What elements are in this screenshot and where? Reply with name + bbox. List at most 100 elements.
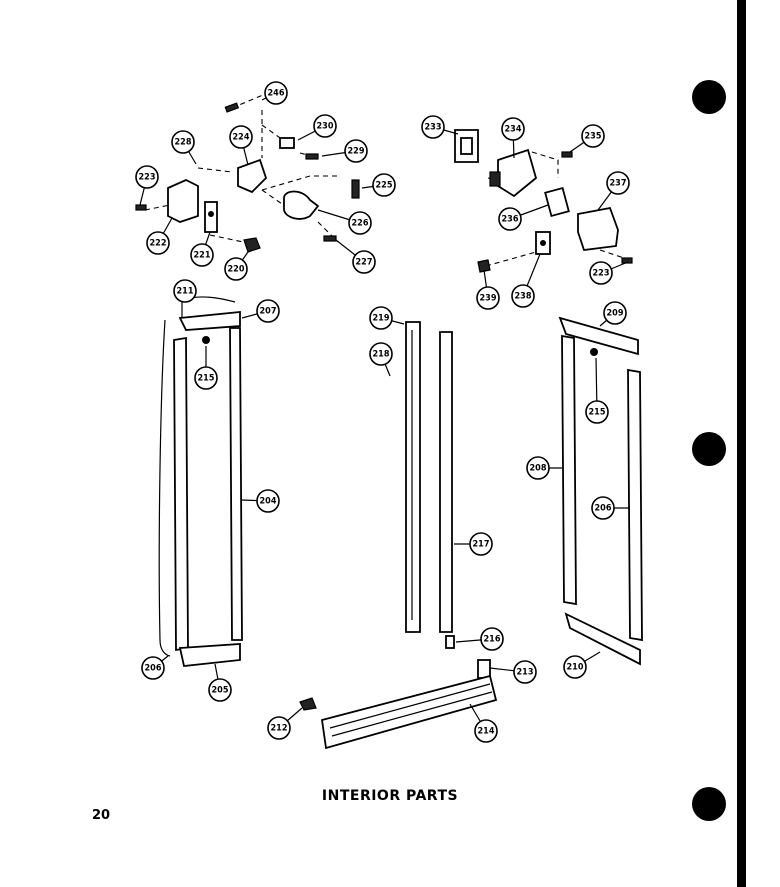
callout-number: 213: [517, 668, 534, 678]
callout-circle: [585, 400, 609, 424]
callout-number: 214: [478, 727, 495, 737]
callout-212: 212: [267, 716, 291, 740]
callout-214: 214: [474, 719, 498, 743]
callout-number: 236: [502, 215, 519, 225]
callout-number: 233: [425, 123, 442, 133]
callout-number: 222: [150, 239, 167, 249]
callout-number: 206: [595, 504, 612, 514]
callout-204: 204: [256, 489, 280, 513]
callout-number: 218: [373, 350, 390, 360]
callout-246: 246: [264, 81, 288, 105]
callout-206: 206: [141, 656, 165, 680]
callout-206: 206: [591, 496, 615, 520]
callout-circle: [476, 286, 500, 310]
callout-number: 228: [175, 138, 192, 148]
callout-229: 229: [344, 139, 368, 163]
callout-circle: [421, 115, 445, 139]
callout-circle: [256, 489, 280, 513]
callout-213: 213: [513, 660, 537, 684]
callout-number: 206: [145, 664, 162, 674]
callout-number: 207: [260, 307, 277, 317]
callout-217: 217: [469, 532, 493, 556]
callout-circle: [369, 342, 393, 366]
callout-236: 236: [498, 207, 522, 231]
callout-220: 220: [224, 257, 248, 281]
callout-number: 223: [593, 269, 610, 279]
callout-number: 204: [260, 497, 277, 507]
callout-number: 235: [585, 132, 602, 142]
callout-237: 237: [606, 171, 630, 195]
callout-226: 226: [348, 211, 372, 235]
callout-218: 218: [369, 342, 393, 366]
callout-238: 238: [511, 284, 535, 308]
callout-number: 215: [589, 408, 606, 418]
callout-circle: [208, 678, 232, 702]
callout-number: 205: [212, 686, 229, 696]
callout-number: 230: [317, 122, 334, 132]
punch-hole-middle: [692, 432, 726, 466]
callout-circle: [229, 125, 253, 149]
callout-number: 212: [271, 724, 288, 734]
callout-circle: [606, 171, 630, 195]
callout-224: 224: [229, 125, 253, 149]
callout-circle: [563, 655, 587, 679]
callout-circle: [589, 261, 613, 285]
callout-number: 237: [610, 179, 627, 189]
callout-circle: [256, 299, 280, 323]
callout-number: 216: [484, 635, 501, 645]
diagram-caption: INTERIOR PARTS: [321, 788, 459, 804]
callout-number: 234: [505, 125, 522, 135]
callout-circle: [171, 130, 195, 154]
callout-circle: [173, 279, 197, 303]
callout-215: 215: [194, 366, 218, 390]
callout-circle: [264, 81, 288, 105]
callout-215: 215: [585, 400, 609, 424]
callout-circle: [591, 496, 615, 520]
callout-number: 219: [373, 314, 390, 324]
callout-216: 216: [480, 627, 504, 651]
callout-circle: [501, 117, 525, 141]
callout-227: 227: [352, 250, 376, 274]
callout-circle: [352, 250, 376, 274]
callout-number: 208: [530, 464, 547, 474]
callout-circle: [313, 114, 337, 138]
callout-circle: [511, 284, 535, 308]
callout-number: 223: [139, 173, 156, 183]
page-number: 20: [92, 808, 111, 823]
callout-circle: [267, 716, 291, 740]
callout-210: 210: [563, 655, 587, 679]
callout-circle: [190, 243, 214, 267]
callout-circle: [194, 366, 218, 390]
callout-circle: [474, 719, 498, 743]
callout-circle: [513, 660, 537, 684]
callout-235: 235: [581, 124, 605, 148]
callout-221: 221: [190, 243, 214, 267]
callout-number: 220: [228, 265, 245, 275]
callout-208: 208: [526, 456, 550, 480]
callout-number: 239: [480, 294, 497, 304]
callout-circle: [146, 231, 170, 255]
callout-number: 221: [194, 251, 211, 261]
callout-circle: [526, 456, 550, 480]
callout-number: 224: [233, 133, 250, 143]
callout-number: 246: [268, 89, 285, 99]
callout-205: 205: [208, 678, 232, 702]
callout-circle: [581, 124, 605, 148]
callout-number: 227: [356, 258, 373, 268]
callout-circle: [480, 627, 504, 651]
callout-number: 217: [473, 540, 490, 550]
callout-number: 209: [607, 309, 624, 319]
callout-circle: [348, 211, 372, 235]
callout-circle: [224, 257, 248, 281]
callout-233: 233: [421, 115, 445, 139]
callout-number: 238: [515, 292, 532, 302]
callout-223: 223: [589, 261, 613, 285]
callout-number: 210: [567, 663, 584, 673]
callout-230: 230: [313, 114, 337, 138]
callout-222: 222: [146, 231, 170, 255]
callout-219: 219: [369, 306, 393, 330]
callout-circle: [498, 207, 522, 231]
